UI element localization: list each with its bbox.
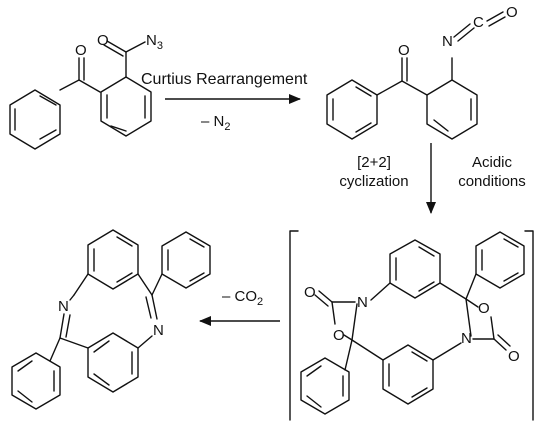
acidic-label-2: conditions	[458, 173, 526, 190]
bond-c-aryl	[401, 80, 428, 96]
bond-c-phenyl	[376, 80, 403, 96]
oxygen-label: O	[304, 284, 316, 301]
nitrogen-label: N	[442, 33, 453, 50]
bond-n-c-2	[457, 27, 475, 42]
oxygen-label: O	[508, 348, 520, 365]
bond-acyl-n	[125, 41, 146, 53]
acidic-label-1: Acidic	[472, 154, 513, 171]
bond-n-c-1	[453, 23, 471, 38]
benzene-ring-center	[100, 76, 152, 137]
bond-c-o-2	[488, 16, 506, 27]
molecule-acyl-azide: O O N3	[9, 32, 163, 150]
bond-c-o-1	[486, 11, 504, 22]
cyclization-label-2: cyclization	[339, 173, 408, 190]
carbon-label: C	[473, 14, 484, 31]
molecule-product: N N	[11, 229, 211, 410]
bond-c-phenyl	[59, 79, 80, 91]
loss-n2-label: – N2	[201, 113, 230, 133]
oxygen-label: O	[478, 300, 490, 317]
nitrogen-label: N	[357, 294, 368, 311]
cyclization-label-1: [2+2]	[357, 154, 391, 171]
oxygen-label: O	[506, 4, 518, 21]
bracket-left	[289, 230, 299, 421]
nitrogen-label: N	[58, 298, 69, 315]
loss-co2-label: – CO2	[222, 288, 263, 308]
bond-acyl-o-2	[103, 44, 124, 57]
bond-c-aryl	[78, 79, 101, 93]
curtius-label: Curtius Rearrangement	[141, 71, 308, 88]
phenyl-ring-left	[326, 79, 378, 140]
oxygen-label: O	[333, 327, 345, 344]
azide-label: N3	[146, 32, 163, 52]
bracket-right	[524, 230, 534, 421]
phenyl-ring-left	[9, 89, 61, 150]
oxygen-label: O	[398, 42, 410, 59]
nitrogen-label: N	[153, 322, 164, 339]
molecule-intermediate: N O O N O O	[300, 231, 525, 415]
benzene-ring-right	[426, 79, 478, 140]
oxygen-label: O	[75, 42, 87, 59]
nitrogen-label: N	[461, 330, 472, 347]
bond-acyl-o-1	[106, 40, 127, 53]
molecule-isocyanate: O N C O	[326, 4, 518, 140]
oxygen-label: O	[97, 32, 109, 49]
